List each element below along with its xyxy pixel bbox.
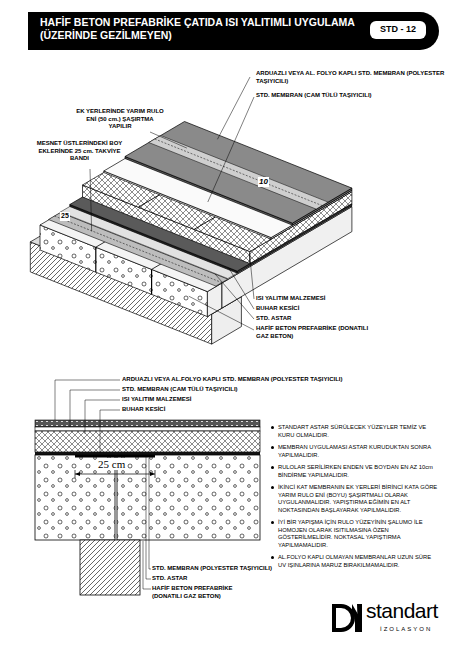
bullet-dot <box>271 426 274 429</box>
notes-block: STANDART ASTAR SÜRÜLECEK YÜZEYLER TEMİZ … <box>270 424 438 575</box>
note-item: İKİNCİ KAT MEMBRANIN EK YERLERİ BİRİNCİ … <box>270 484 438 514</box>
note-text: RULOLAR SERİLİRKEN ENDEN VE BOYDAN EN AZ… <box>278 464 433 478</box>
logo-mark <box>332 604 362 632</box>
callout-label: MESNET ÜSTLERİNDEKİ BOY EKLERİNDE 25 cm.… <box>36 140 123 163</box>
title-text: HAFİF BETON PREFABRİKE ÇATIDA ISI YALITI… <box>40 16 362 43</box>
note-item: İYİ BİR YAPIŞMA İÇİN RULO YÜZEYİNİN ŞALU… <box>270 519 438 549</box>
code-text: STD - 12 <box>380 24 416 35</box>
note-item: RULOLAR SERİLİRKEN ENDEN VE BOYDAN EN AZ… <box>270 464 438 479</box>
callout-label: ISI YALITIM MALZEMESİ <box>122 396 422 404</box>
dimension-label: 25 <box>60 212 70 221</box>
callout-label: BUHAR KESİCİ <box>256 305 446 313</box>
callout-label: ARDUAZLI VEYA AL. FOLYO KAPLI STD. MEMBR… <box>256 70 446 85</box>
dimension-label: 10 <box>258 177 269 187</box>
note-item: MEMBRAN UYGULAMASI ASTAR KURUDUKTAN SONR… <box>270 444 438 459</box>
note-item: AL.FOLYO KAPLI OLMAYAN MEMBRANLAR UZUN S… <box>270 554 438 569</box>
note-text: STANDART ASTAR SÜRÜLECEK YÜZEYLER TEMİZ … <box>278 424 426 438</box>
callout-label: STD. MEMBRAN (POLYESTER TAŞIYICILI) <box>152 565 272 573</box>
note-text: İKİNCİ KAT MEMBRANIN EK YERLERİ BİRİNCİ … <box>278 484 437 513</box>
note-text: MEMBRAN UYGULAMASI ASTAR KURUDUKTAN SONR… <box>278 444 431 458</box>
bullet-dot <box>271 466 274 469</box>
callout-label: STD. ASTAR <box>152 575 272 583</box>
bullet-dot <box>271 486 274 489</box>
note-text: İYİ BİR YAPIŞMA İÇİN RULO YÜZEYİNİN ŞALU… <box>278 519 423 548</box>
callout-label: HAFİF BETON PREFABRİKE (DONATILI GAZ BET… <box>256 325 381 340</box>
note-item: STANDART ASTAR SÜRÜLECEK YÜZEYLER TEMİZ … <box>270 424 438 439</box>
section-drawing <box>35 380 260 595</box>
callout-label: BUHAR KESİCİ <box>122 406 422 414</box>
callout-label: HAFİF BETON PREFABRİKE (DONATILI GAZ BET… <box>152 585 262 600</box>
logo-subtext: İZOLASYON <box>380 626 432 634</box>
dimension-label: 25 cm <box>97 458 126 470</box>
note-text: AL.FOLYO KAPLI OLMAYAN MEMBRANLAR UZUN S… <box>278 554 431 568</box>
callout-label: ARDUAZLI VEYA AL.FOLYO KAPLI STD. MEMBRA… <box>122 376 447 384</box>
bullet-dot <box>271 521 274 524</box>
title-bar <box>28 12 439 50</box>
callout-label: STD. MEMBRAN (CAM TÜLÜ TAŞIYICILI) <box>256 92 446 100</box>
callout-label: STD. MEMBRAN (CAM TÜLÜ TAŞIYICILI) <box>122 386 422 394</box>
callout-label: ISI YALITIM MALZEMESİ <box>256 295 446 303</box>
bullet-dot <box>271 556 274 559</box>
code-box: STD - 12 <box>370 21 426 39</box>
iso-drawing <box>30 77 352 344</box>
bullet-dot <box>271 446 274 449</box>
logo-text: standart <box>366 600 438 621</box>
callout-label: STD. ASTAR <box>256 315 446 323</box>
callout-label: EK YERLERİNDE YARIM RULO ENİ (50 cm.) ŞA… <box>75 108 165 131</box>
